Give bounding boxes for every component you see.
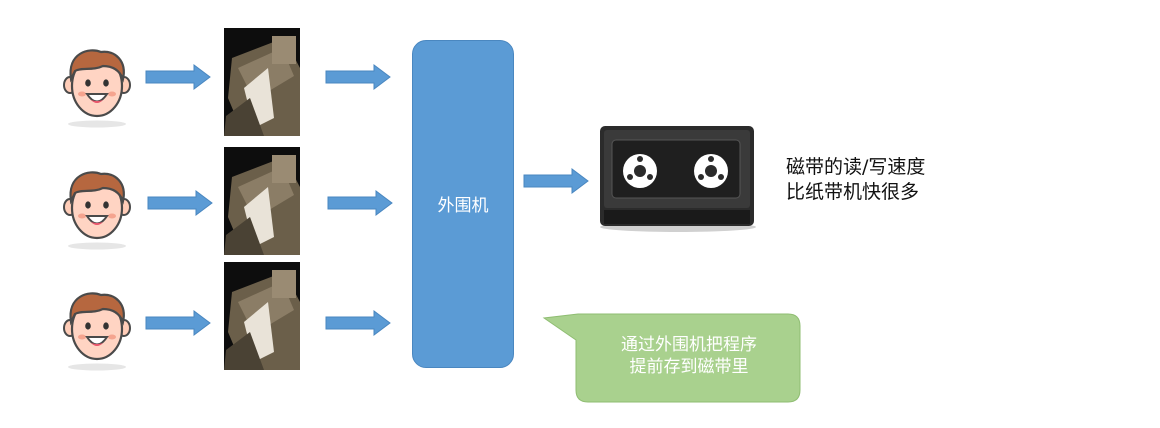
arrow-reader-to-peripheral — [327, 190, 393, 216]
tape-reader-image — [224, 262, 300, 370]
arrow-reader-to-peripheral — [325, 310, 391, 336]
arrow-user-to-reader — [145, 310, 211, 336]
tape-reader-photo — [224, 28, 300, 136]
tape-description-line2: 比纸带机快很多 — [786, 181, 920, 203]
peripheral-label: 外围机 — [437, 196, 489, 216]
tape-description-line1: 磁带的读/写速度 — [786, 156, 926, 178]
peripheral-machine-box: 外围机 — [412, 40, 514, 368]
user-face-icon — [62, 171, 132, 251]
callout-line1: 通过外围机把程序 — [621, 335, 757, 355]
cassette-tape-icon — [600, 126, 756, 232]
tape-reader-photo — [224, 262, 300, 370]
tape-reader-image — [224, 28, 300, 136]
arrow-user-to-reader — [147, 190, 213, 216]
arrow-user-to-reader — [145, 64, 211, 90]
tape-description: 磁带的读/写速度 比纸带机快很多 — [786, 155, 925, 205]
arrow-reader-to-peripheral — [325, 64, 391, 90]
tape-reader-image — [224, 147, 300, 255]
callout-text: 通过外围机把程序 提前存到磁带里 — [578, 334, 800, 378]
user-face-icon — [62, 49, 132, 129]
arrow-peripheral-to-tape — [523, 168, 589, 194]
callout-line2: 提前存到磁带里 — [629, 357, 749, 377]
tape-reader-photo — [224, 147, 300, 255]
callout-bubble — [542, 313, 801, 403]
user-face-icon — [62, 292, 132, 372]
